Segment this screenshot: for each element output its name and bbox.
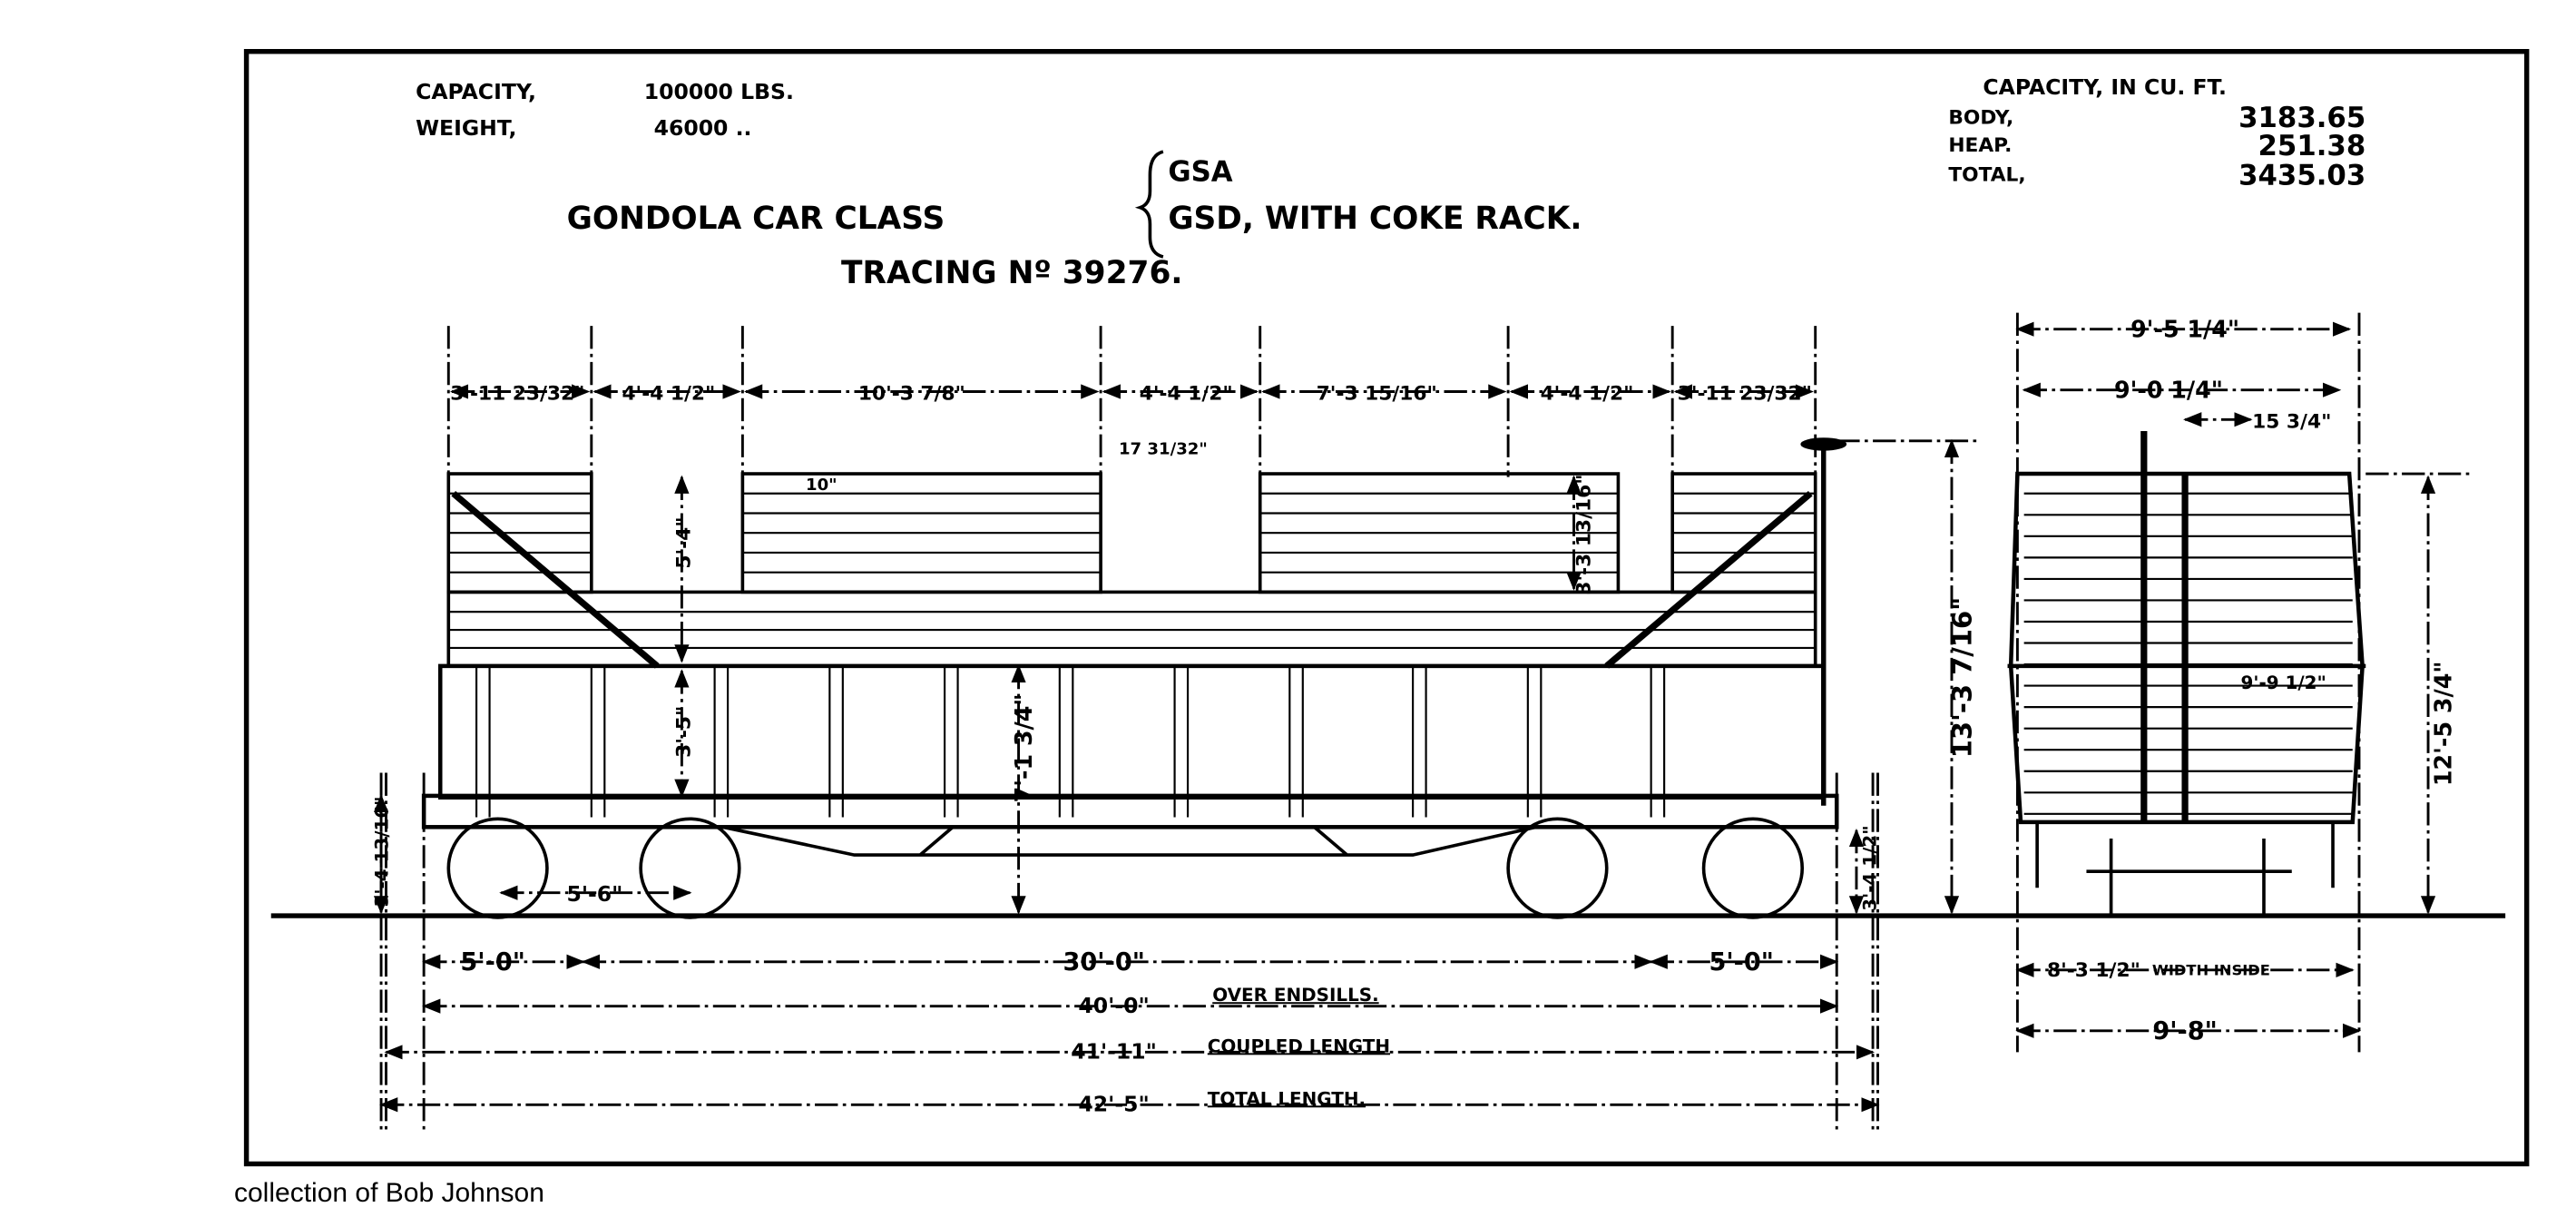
lower-height: 3'-5" bbox=[672, 706, 695, 758]
over-endsills-label: OVER ENDSILLS. bbox=[1212, 985, 1378, 1006]
wheel bbox=[446, 817, 549, 919]
dim-top-7: 3'-11 23/32" bbox=[1678, 383, 1812, 406]
truck bbox=[2035, 821, 2335, 917]
total-value: 3435.03 bbox=[2238, 159, 2365, 191]
end-offset: 15 3/4" bbox=[2252, 410, 2331, 433]
lower-side bbox=[437, 663, 1827, 800]
end-sill bbox=[421, 793, 1839, 829]
brace bbox=[1134, 150, 1164, 259]
coupled-length-label: COUPLED LENGTH bbox=[1208, 1035, 1390, 1056]
side-view bbox=[421, 437, 1847, 919]
capacity-label: CAPACITY, bbox=[416, 79, 536, 104]
coupled-length: 41'-11" bbox=[1071, 1039, 1157, 1065]
dim-top-5: 7'-3 15/16" bbox=[1317, 383, 1437, 406]
wheel bbox=[1701, 817, 1805, 919]
rack-height: 3'-3 13/16" bbox=[1573, 474, 1596, 594]
dim-top-4: 4'-4 1/2" bbox=[1140, 383, 1233, 406]
dimension-lines bbox=[373, 312, 2473, 1132]
total-length: 42'-5" bbox=[1078, 1092, 1149, 1117]
end-width-sill: 9'-9 1/2" bbox=[2241, 672, 2326, 693]
class-2: GSD, WITH COKE RACK. bbox=[1168, 201, 1582, 237]
header: CAPACITY, 100000 LBS. WEIGHT, 46000 .. G… bbox=[416, 79, 1582, 291]
capacity-table: CAPACITY, IN CU. FT. BODY, 3183.65 HEAP.… bbox=[1948, 74, 2365, 192]
dim-top-2: 4'-4 1/2" bbox=[622, 383, 715, 406]
heap-value: 251.38 bbox=[2258, 130, 2366, 162]
floor-height: 7'-1 3/4" bbox=[1010, 693, 1037, 802]
sill-height-right: 3'-4 1/2" bbox=[1860, 825, 1881, 910]
capacity-heading: CAPACITY, IN CU. FT. bbox=[1983, 74, 2227, 100]
truck-right: 5'-0" bbox=[1709, 948, 1773, 977]
sill-height-left: 3'-4 13/16" bbox=[371, 796, 392, 907]
truck-left: 5'-0" bbox=[460, 948, 524, 977]
truck-centers: 30'-0" bbox=[1063, 948, 1145, 977]
wheel bbox=[1506, 817, 1609, 919]
rack-gap: 17 31/32" bbox=[1119, 439, 1208, 458]
dimension-labels: 3'-11 23/32" 4'-4 1/2" 10'-3 7/8" 4'-4 1… bbox=[371, 316, 2456, 1117]
diagonal-brace bbox=[1604, 490, 1813, 669]
width-inside-label: WIDTH INSIDE bbox=[2152, 961, 2270, 978]
body-label: BODY, bbox=[1948, 106, 2013, 129]
small-dim: 10" bbox=[806, 476, 837, 495]
width-inside: 8'-3 1/2" bbox=[2047, 959, 2140, 982]
capacity-value: 100000 LBS. bbox=[644, 79, 794, 104]
end-width-rack: 9'-0 1/4" bbox=[2114, 377, 2223, 404]
total-label: TOTAL, bbox=[1948, 164, 2025, 187]
end-width-top: 9'-5 1/4" bbox=[2130, 316, 2239, 343]
weight-label: WEIGHT, bbox=[416, 115, 516, 141]
wheelbase: 5'-6" bbox=[566, 881, 622, 907]
end-height: 12'-5 3/4" bbox=[2429, 661, 2456, 786]
heap-label: HEAP. bbox=[1948, 134, 2012, 157]
tracing-number: TRACING Nº 39276. bbox=[841, 255, 1182, 291]
title-prefix: GONDOLA CAR CLASS bbox=[567, 201, 945, 237]
wheel bbox=[639, 817, 741, 919]
weight-value: 46000 .. bbox=[654, 115, 752, 141]
upper-height: 5'-4" bbox=[672, 516, 695, 568]
overall-height: 13'-3 7/16" bbox=[1947, 597, 1978, 759]
end-view bbox=[2007, 430, 2366, 917]
class-1: GSA bbox=[1168, 156, 1232, 189]
end-width-overall: 9'-8" bbox=[2152, 1017, 2217, 1045]
dim-top-6: 4'-4 1/2" bbox=[1541, 383, 1634, 406]
over-endsills: 40'-0" bbox=[1078, 993, 1149, 1018]
total-length-label: TOTAL LENGTH. bbox=[1208, 1088, 1366, 1109]
dim-top-3: 10'-3 7/8" bbox=[858, 383, 965, 406]
drawing-border bbox=[243, 48, 2530, 1167]
diagonal-brace bbox=[451, 490, 660, 669]
caption: collection of Bob Johnson bbox=[234, 1178, 544, 1208]
body-value: 3183.65 bbox=[2238, 102, 2365, 134]
dim-top-1: 3'-11 23/32" bbox=[450, 383, 584, 406]
underframe-truss bbox=[722, 825, 1537, 857]
brake-wheel bbox=[1800, 437, 1847, 451]
